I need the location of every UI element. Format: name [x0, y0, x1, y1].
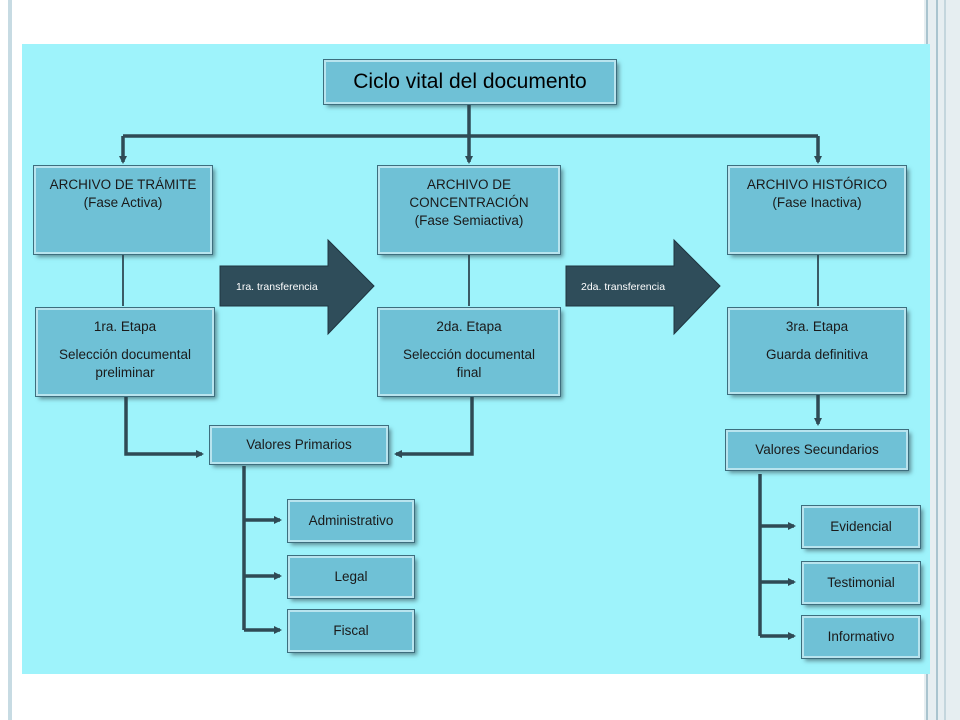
transfer-arrow-2: 2da. transferencia [565, 238, 721, 336]
document-lifecycle-diagram: 1ra. transferencia 2da. transferencia Ci… [22, 44, 930, 674]
phase-subtitle: (Fase Inactiva) [772, 195, 862, 211]
stage-box-2: 2da. Etapa Selección documental final [377, 307, 561, 397]
diagram-title: Ciclo vital del documento [323, 59, 617, 105]
stage-name: 3ra. Etapa [785, 319, 849, 334]
phase-box-tramite: ARCHIVO DE TRÁMITE (Fase Activa) [33, 165, 213, 255]
stage-box-3: 3ra. Etapa Guarda definitiva [727, 307, 907, 395]
phase-box-historico: ARCHIVO HISTÓRICO (Fase Inactiva) [727, 165, 907, 255]
connector-lines: 1ra. transferencia 2da. transferencia [119, 104, 822, 640]
phase-box-concentracion: ARCHIVO DE CONCENTRACIÓN (Fase Semiactiv… [377, 165, 561, 255]
stage-description: Selección documental final [402, 347, 536, 381]
diagram-title-text: Ciclo vital del documento [353, 69, 587, 93]
stage-name: 1ra. Etapa [93, 319, 157, 334]
secondary-value-evidencial: Evidencial [801, 505, 921, 549]
secondary-value-informativo: Informativo [801, 615, 921, 659]
phase-name: ARCHIVO HISTÓRICO [746, 177, 888, 192]
stage-description: Selección documental preliminar [58, 347, 192, 381]
primary-value-fiscal: Fiscal [287, 609, 415, 653]
primary-value-administrativo: Administrativo [287, 499, 415, 543]
primary-value-label: Administrativo [308, 512, 394, 528]
stage-box-1: 1ra. Etapa Selección documental prelimin… [35, 307, 215, 397]
secondary-value-testimonial: Testimonial [801, 561, 921, 605]
primary-values-box: Valores Primarios [209, 425, 389, 465]
secondary-value-label: Testimonial [827, 574, 895, 590]
secondary-value-label: Informativo [827, 628, 895, 644]
phase-subtitle: (Fase Activa) [83, 195, 163, 211]
primary-values-label: Valores Primarios [246, 436, 352, 452]
phase-name: ARCHIVO DE CONCENTRACIÓN [409, 177, 529, 211]
stage-name: 2da. Etapa [436, 319, 502, 334]
stage-description: Guarda definitiva [765, 347, 869, 363]
secondary-values-label: Valores Secundarios [755, 441, 879, 457]
phase-subtitle: (Fase Semiactiva) [414, 213, 524, 229]
transfer-label-1: 1ra. transferencia [236, 281, 318, 293]
primary-value-legal: Legal [287, 555, 415, 599]
secondary-values-box: Valores Secundarios [725, 429, 909, 471]
transfer-label-2: 2da. transferencia [581, 281, 665, 293]
slide-frame-left [8, 0, 12, 720]
secondary-value-label: Evidencial [830, 518, 892, 534]
phase-name: ARCHIVO DE TRÁMITE [49, 177, 197, 192]
primary-value-label: Legal [334, 568, 368, 584]
transfer-arrow-1: 1ra. transferencia [219, 238, 375, 336]
primary-value-label: Fiscal [333, 622, 369, 638]
